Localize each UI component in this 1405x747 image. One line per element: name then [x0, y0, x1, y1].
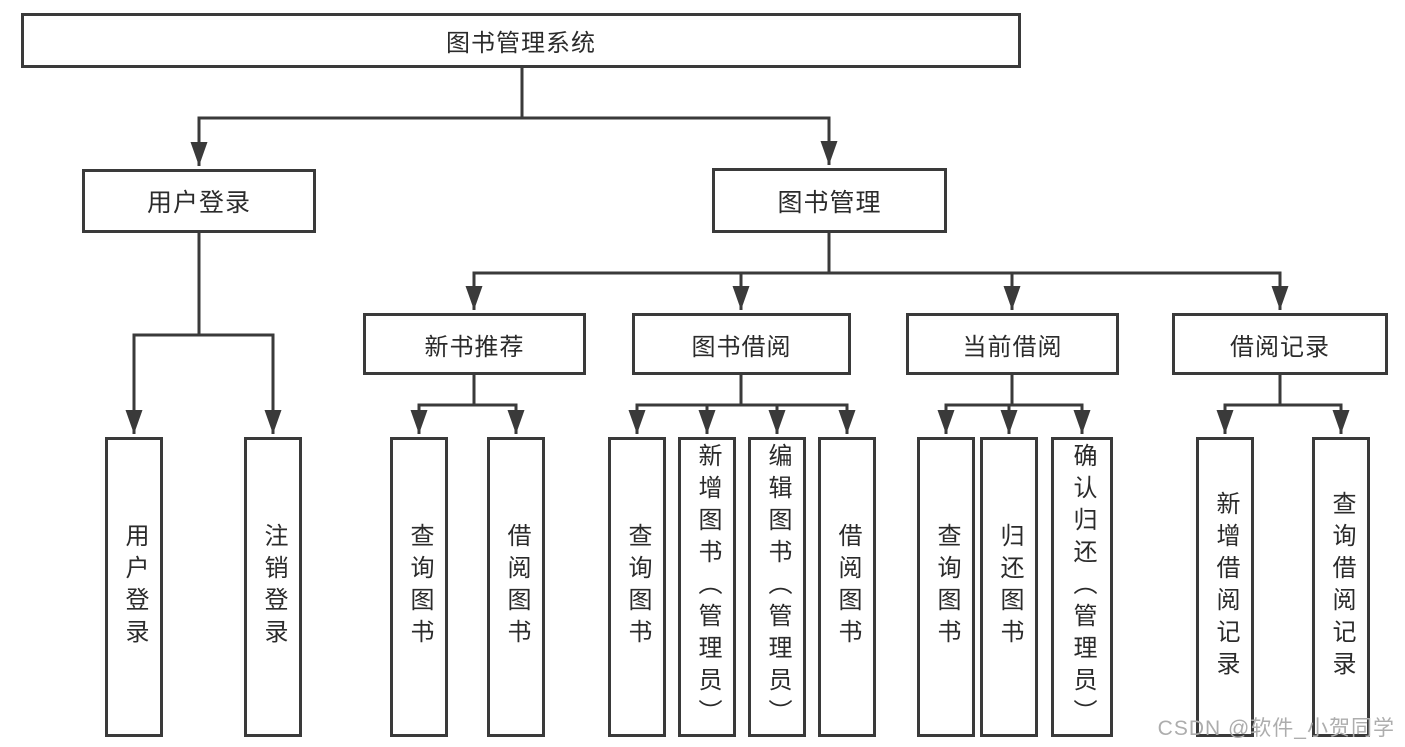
leaf-logout: 注销登录 [244, 437, 302, 737]
connector-new-book-recommend-children [410, 375, 525, 434]
connector-root-to-level2 [190, 68, 838, 166]
leaf-add-borrow-record: 新增借阅记录 [1196, 437, 1254, 737]
csdn-watermark: CSDN @软件_小贺同学 [1157, 717, 1395, 740]
leaf-add-book-admin: 新增图书（管理员） [678, 437, 736, 737]
leaf-confirm-return-admin: 确认归还（管理员） [1051, 437, 1113, 737]
leaf-borrow-books: 借阅图书 [818, 437, 876, 737]
connector-book-management-children [465, 233, 1289, 310]
node-library-management-system: 图书管理系统 [21, 13, 1021, 68]
node-book-borrow: 图书借阅 [632, 313, 851, 375]
leaf-query-borrow-record: 查询借阅记录 [1312, 437, 1370, 737]
leaf-query-books-borrow: 查询图书 [608, 437, 666, 737]
leaf-query-books-current: 查询图书 [917, 437, 975, 737]
connector-current-borrow-children [937, 375, 1091, 434]
connector-book-borrow-children [628, 375, 856, 434]
leaf-query-books-recommend: 查询图书 [390, 437, 448, 737]
connector-borrow-records-children [1216, 375, 1350, 434]
node-book-management: 图书管理 [712, 168, 947, 233]
leaf-borrow-books-recommend: 借阅图书 [487, 437, 545, 737]
leaf-edit-book-admin: 编辑图书（管理员） [748, 437, 806, 737]
connector-user-login-children [125, 233, 282, 434]
node-current-borrow: 当前借阅 [906, 313, 1119, 375]
leaf-user-login: 用户登录 [105, 437, 163, 737]
leaf-return-books: 归还图书 [980, 437, 1038, 737]
node-new-book-recommend: 新书推荐 [363, 313, 586, 375]
node-user-login: 用户登录 [82, 169, 316, 233]
node-borrow-records: 借阅记录 [1172, 313, 1388, 375]
